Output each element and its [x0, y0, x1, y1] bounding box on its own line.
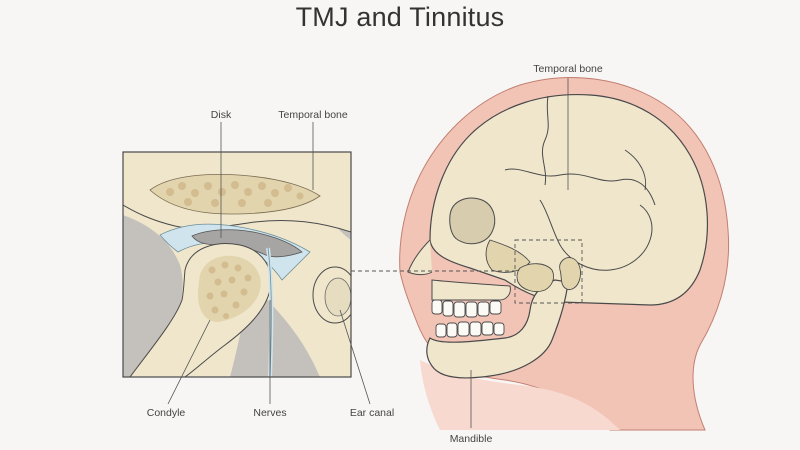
label-ear-canal: Ear canal	[350, 407, 394, 419]
label-temporal-bone-skull: Temporal bone	[533, 63, 603, 75]
ear-bone	[560, 258, 581, 290]
tmj-condyle-skull	[517, 264, 554, 292]
label-disk: Disk	[211, 109, 232, 121]
ear-canal-inner	[325, 278, 351, 316]
eye-socket	[450, 198, 495, 244]
label-condyle: Condyle	[147, 407, 186, 419]
label-nerves: Nerves	[253, 407, 286, 419]
head-illustration	[351, 78, 729, 430]
label-mandible: Mandible	[450, 433, 493, 445]
tmj-inset	[123, 152, 357, 377]
label-temporal-bone-inset: Temporal bone	[278, 109, 348, 121]
